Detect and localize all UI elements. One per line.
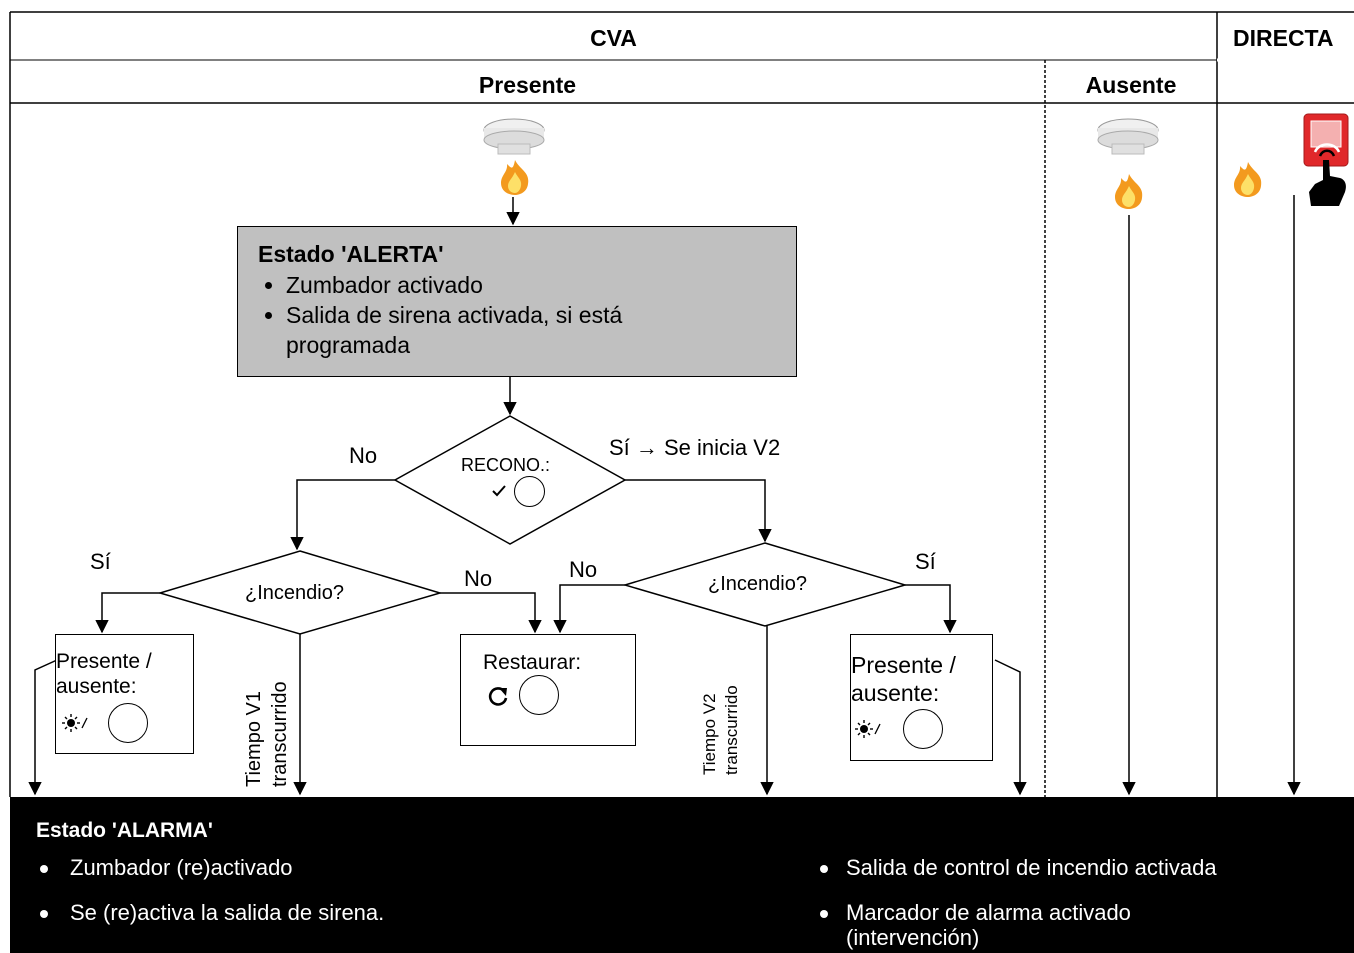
timeout-v2-label-1: Tiempo V2 <box>700 693 719 775</box>
smoke-detector-icon <box>1097 118 1159 155</box>
fire-left-yes-label: Sí <box>90 549 111 574</box>
header-cva: CVA <box>590 25 637 51</box>
hand-press-icon <box>1309 143 1346 206</box>
present-absent-label-right: Presente / ausente: <box>851 652 956 706</box>
restore-label: Restaurar: <box>483 651 582 674</box>
present-absent-box-left: Presente / ausente: <box>55 634 194 754</box>
fire-icon <box>1234 162 1262 197</box>
restore-icon <box>488 687 508 706</box>
fire-left-label: ¿Incendio? <box>245 582 344 604</box>
ack-button-circle <box>514 476 545 507</box>
alarm-item-siren: Se (re)activa la salida de sirena. <box>40 900 384 926</box>
ack-label: RECONO.: <box>461 455 551 475</box>
smoke-detector-icon <box>483 118 545 155</box>
header-ausente: Ausente <box>1085 72 1177 98</box>
sun-moon-icon <box>855 720 891 738</box>
manual-call-point-icon <box>1303 113 1349 167</box>
alarm-item-buzzer: Zumbador (re)activado <box>40 855 293 881</box>
fire-right-label: ¿Incendio? <box>708 573 807 595</box>
present-absent-box-right: Presente / ausente: <box>850 634 993 761</box>
fire-left-no-label: No <box>464 566 493 591</box>
sun-moon-icon <box>62 714 98 732</box>
alarm-item-fire-control: Salida de control de incendio activada <box>820 855 1217 881</box>
alarm-state-box: Estado 'ALARMA' Zumbador (re)activado Se… <box>10 797 1354 953</box>
present-absent-button-circle-right <box>903 709 943 749</box>
fire-right-yes-label: Sí <box>915 549 936 574</box>
alert-state-box: Estado 'ALERTA' Zumbador activado Salida… <box>237 226 797 377</box>
alert-item-siren: Salida de sirena activada, si está progr… <box>286 300 726 360</box>
timeout-v1-label-1: Tiempo V1 <box>243 691 265 787</box>
alert-state-title: Estado 'ALERTA' <box>258 241 444 267</box>
check-icon <box>492 485 506 497</box>
restore-box: Restaurar: <box>460 634 636 746</box>
alert-item-buzzer: Zumbador activado <box>286 270 796 300</box>
restore-button-circle <box>519 675 559 715</box>
alarm-state-title: Estado 'ALARMA' <box>36 819 213 842</box>
timeout-v2-label-2: transcurrido <box>722 685 741 775</box>
fire-icon <box>501 160 529 195</box>
ack-no-label: No <box>349 443 378 468</box>
present-absent-label-left: Presente / ausente: <box>56 650 152 698</box>
alarm-item-dialer: Marcador de alarma activado <box>820 900 1131 926</box>
alarm-item-dialer-cont: (intervención) <box>846 925 980 950</box>
ack-yes-label: Sí → Se inicia V2 <box>609 435 781 460</box>
timeout-v1-label-2: transcurrido <box>269 681 291 787</box>
present-absent-button-circle-left <box>108 703 148 743</box>
header-directa: DIRECTA <box>1233 25 1334 51</box>
header-presente: Presente <box>478 72 577 98</box>
fire-right-no-label: No <box>569 557 598 582</box>
alert-state-list: Zumbador activado Salida de sirena activ… <box>258 270 796 360</box>
fire-icon <box>1115 174 1143 209</box>
